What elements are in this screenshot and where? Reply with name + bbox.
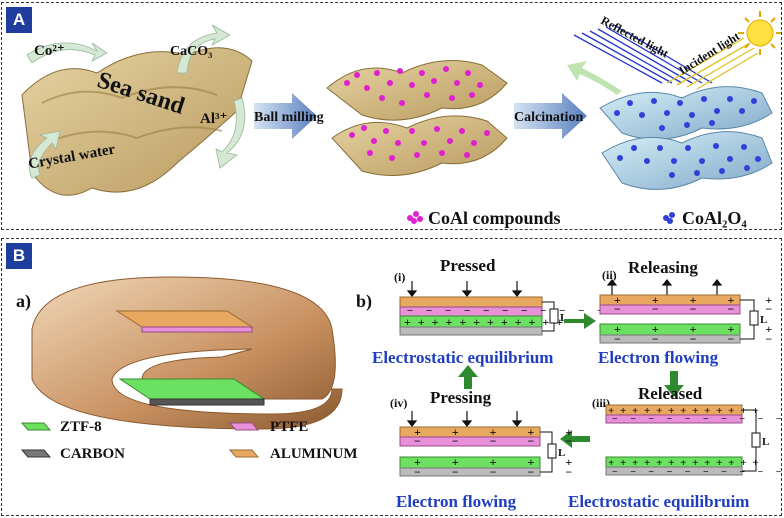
sub-a-label: a) [16,291,31,312]
svg-text:+ + + + +: + + + + + [414,425,586,439]
svg-text:+ + + + + + + + + + + + +: + + + + + + + + + + + + + [608,457,760,469]
coal2o4-plate-bottom [601,131,773,190]
svg-text:− − − − −: − − − − − [414,434,586,448]
panel-b-tag: B [6,243,32,269]
svg-text:L: L [762,436,769,448]
state-iv-caption: Electron flowing [396,492,517,511]
svg-text:L: L [558,447,565,459]
svg-text:+ + + + +: + + + + + [414,455,586,469]
state-i: (i) Pressed − − − − − − − − − − − + + + … [372,256,603,367]
legend-carbon [20,449,52,458]
coal2o4-plate-top [599,86,773,140]
state-iii: (iii) Released + + + + + + + + + + + + +… [568,384,782,511]
state-i-title: Pressed [440,256,496,275]
sub-b-label: b) [356,291,372,312]
coal-sheet-bottom [331,115,508,176]
state-iv: (iv) Pressing + + + + + − − − − − + + + … [390,388,586,511]
coal2o4-particles [614,96,761,178]
svg-text:+ + + + +: + + + + + [614,322,782,336]
legend-ptfe-label: PTFE [270,419,308,435]
panel-b-illustration: a) ZTF-8 PTFE CARBON ALUMINUM b) (i) Pre… [16,256,782,511]
svg-text:+ + + + + + + + + + + + +: + + + + + + + + + + + + + [608,405,760,417]
panel-b: B a) ZTF-8 PTFE CARBON ALUMI [1,238,782,516]
reflected-light-label: Reflected light [599,13,671,60]
svg-text:(i): (i) [394,270,405,284]
caco3-label: CaCO₃ [170,44,212,59]
legend-coal-compounds: CoAl compounds [428,208,561,228]
panel-a-tag: A [6,7,32,33]
svg-text:− − − − −: − − − − − [414,465,586,479]
state-ii-caption: Electron flowing [598,348,719,367]
state-ii: (ii) Releasing + + + + + − − − − − + + +… [598,258,782,367]
svg-text:(iv): (iv) [390,396,407,410]
svg-text:L: L [760,314,767,326]
coal-particles [344,66,490,161]
reflected-light-rays [573,24,713,84]
legend-ptfe [228,422,260,431]
folded-teng-device [31,276,343,430]
al-ion-label: Al³⁺ [200,111,227,127]
svg-text:(ii): (ii) [602,268,617,282]
incident-light-rays [666,37,759,90]
state-ii-title: Releasing [628,258,698,277]
panel-a: A Co²⁺ CaCO₃ Sea sand Al³⁺ Crystal water [1,2,782,230]
legend-aluminum [228,449,260,458]
legend-coal2o4-icon [663,212,675,224]
svg-text:− − − − − − − − − − −: − − − − − − − − − − − [612,414,782,425]
coal-sheet-top [326,60,508,121]
calcination-label: Calcination [514,110,583,125]
legend-carbon-label: CARBON [60,446,125,462]
svg-text:+ + + + + + + + + + + +: + + + + + + + + + + + + [404,315,565,329]
co-ion-label: Co²⁺ [34,43,65,59]
svg-text:− − − − −: − − − − − [614,302,782,316]
state-i-caption: Electrostatic equilibrium [372,348,553,367]
panel-a-illustration: Co²⁺ CaCO₃ Sea sand Al³⁺ Crystal water B… [21,11,781,228]
sea-sand-sheet [21,47,253,196]
legend-coal-compounds-icon [407,211,423,224]
ball-milling-arrow [254,93,317,139]
svg-text:− − − − − − − − − − −: − − − − − − − − − − − [612,467,782,478]
state-iv-title: Pressing [430,388,492,407]
sun-icon [738,11,781,55]
calcination-arrow [514,93,587,139]
legend-coal2o4: CoAl₂O₄ [682,208,747,228]
legend-ztf8 [20,422,52,431]
state-iii-title: Released [638,384,703,403]
svg-text:− − − − −: − − − − − [614,332,782,346]
state-iii-caption: Electrostatic equilibruim [568,492,749,511]
legend-aluminum-label: ALUMINUM [270,446,358,462]
ball-milling-label: Ball milling [254,110,324,125]
svg-text:+ + + + +: + + + + + [614,293,782,307]
svg-text:L: L [560,312,567,324]
legend-ztf8-label: ZTF-8 [60,419,102,435]
